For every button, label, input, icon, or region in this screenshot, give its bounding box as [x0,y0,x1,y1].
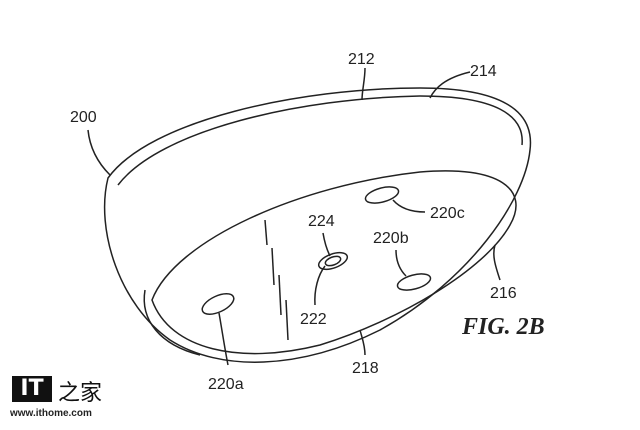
ithome-logo-icon: IT [12,376,52,402]
watermark-url: www.ithome.com [10,408,92,419]
sensor-222 [324,255,342,267]
figure-title: FIG. 2B [461,314,545,340]
sensor-ring-224 [317,251,349,271]
shading-lines [264,219,289,341]
label-200: 200 [70,109,97,126]
label-224: 224 [308,213,335,230]
label-214: 214 [470,63,497,80]
label-220a: 220a [208,376,244,393]
label-220c: 220c [430,205,465,222]
contacts [201,186,432,315]
contact-220b [396,273,432,291]
leader-lines [87,67,501,366]
label-218: 218 [352,360,379,377]
ithome-watermark: IT 之家 www.ithome.com [10,372,110,422]
label-220b: 220b [373,230,409,247]
dish-body [103,87,532,363]
label-222: 222 [300,311,327,328]
ithome-logo-chinese: 之家 [58,381,103,406]
contact-220a [201,293,235,315]
contact-220c [364,186,400,204]
label-216: 216 [490,285,517,302]
label-212: 212 [348,51,375,68]
